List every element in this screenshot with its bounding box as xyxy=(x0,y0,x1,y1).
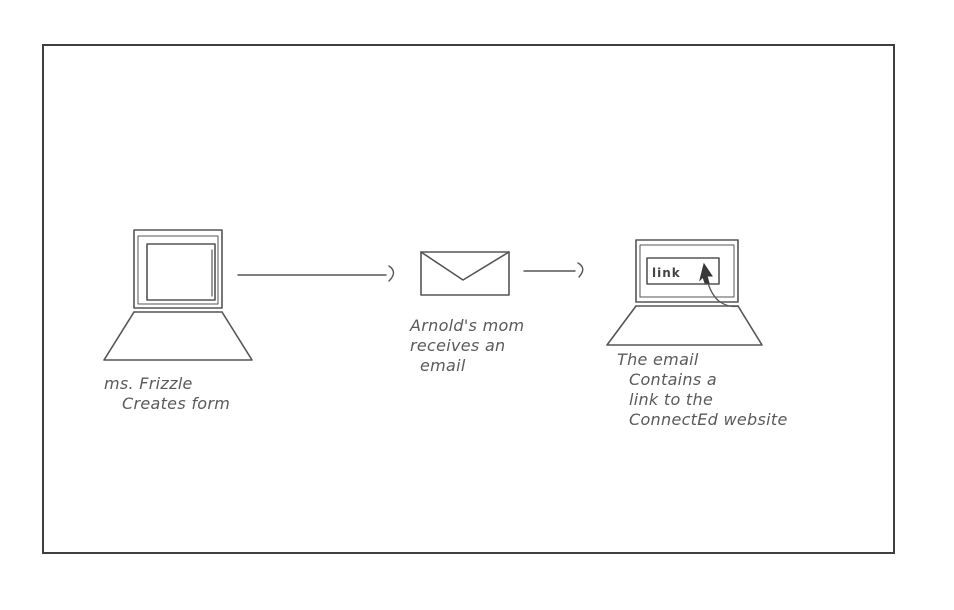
caption-line: ms. Frizzle xyxy=(104,374,193,393)
arrow-1 xyxy=(237,265,395,282)
arrow-2 xyxy=(523,262,584,278)
caption-line: receives an xyxy=(410,336,506,355)
caption-line: ConnectEd website xyxy=(629,410,788,429)
caption-arnolds-mom: Arnold's mom receives an email xyxy=(410,316,524,376)
caption-line: Contains a xyxy=(629,370,717,389)
caption-line: Arnold's mom xyxy=(410,316,525,335)
caption-ms-frizzle: ms. Frizzle Creates form xyxy=(104,374,230,414)
caption-line: link to the xyxy=(629,390,714,409)
caption-line: email xyxy=(420,356,466,375)
screen-link-text: link xyxy=(652,266,681,280)
laptop-icon xyxy=(103,229,253,361)
cursor-icon xyxy=(699,262,713,284)
envelope-icon xyxy=(420,251,510,296)
laptop-with-link-icon xyxy=(606,239,763,346)
sketch-frame xyxy=(42,44,895,554)
caption-line: Creates form xyxy=(122,394,231,413)
caption-line: The email xyxy=(617,350,699,369)
caption-email-link: The email Contains a link to the Connect… xyxy=(617,350,788,430)
